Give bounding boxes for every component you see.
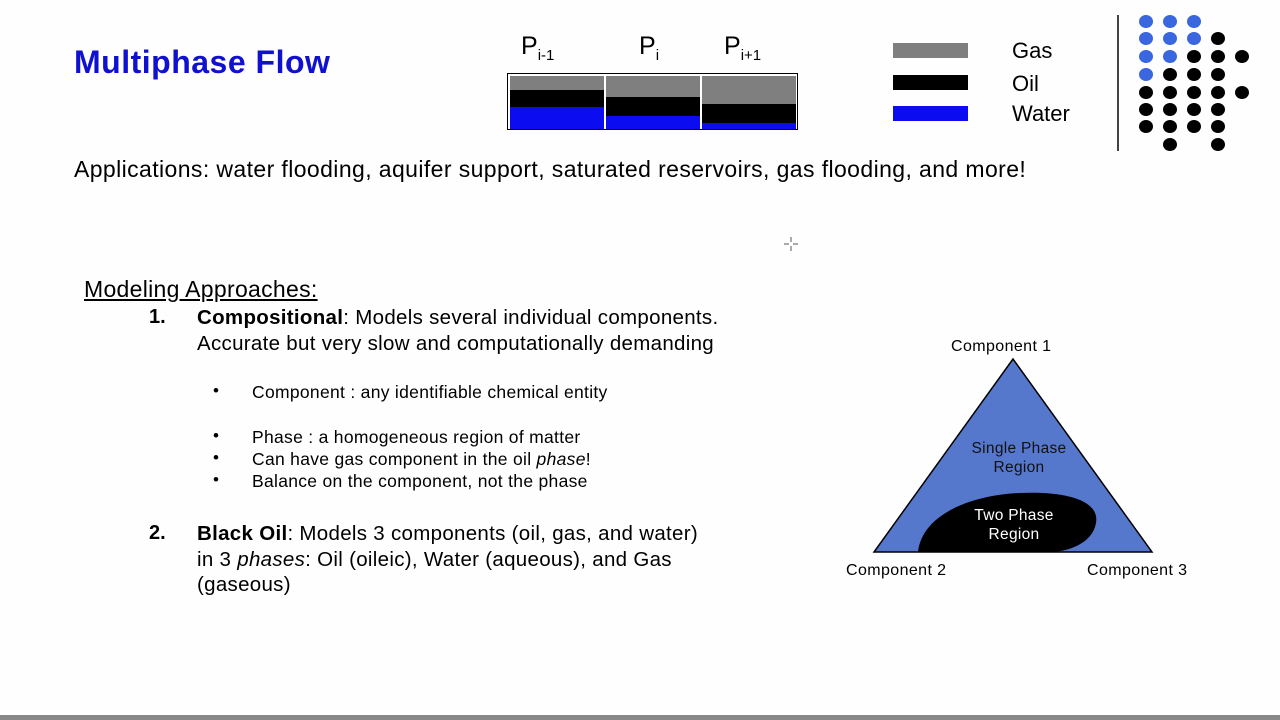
decorative-dot [1187,86,1201,99]
water-layer [606,116,700,129]
decorative-dot [1163,50,1177,63]
item1-number: 1. [149,306,166,328]
legend-oil-label: Oil [1012,71,1039,96]
component-2-label: Component 2 [846,562,947,579]
decorative-dot [1139,86,1153,99]
decorative-dot [1235,50,1249,63]
decorative-dot [1187,120,1201,133]
component-3-label: Component 3 [1087,562,1188,579]
slide-title: Multiphase Flow [74,44,331,80]
bottom-bar [0,715,1280,720]
decorative-dot [1187,68,1201,81]
oil-swatch [893,75,968,90]
bullet: • [213,426,219,445]
item2-bold: Black Oil [197,522,288,545]
bullet-component: Component : any identifiable chemical en… [252,382,608,402]
decorative-dot [1211,86,1225,99]
decorative-dot [1163,103,1177,116]
decorative-dot [1187,15,1201,28]
decorative-dot [1187,32,1201,45]
cell-label-prev: Pi-1 [521,32,555,64]
decorative-dot [1139,120,1153,133]
cell-divider [700,74,702,129]
cell-label-current: Pi [639,32,660,64]
decorative-dot [1139,50,1153,63]
decorative-dot [1163,32,1177,45]
decorative-dot [1187,50,1201,63]
oil-layer [510,90,604,107]
decorative-dot [1211,50,1225,63]
item2-number: 2. [149,522,166,544]
decorative-dot [1139,32,1153,45]
oil-layer [702,104,796,123]
decorative-dot [1211,120,1225,133]
ternary-phase-diagram: Single Phase Region Two Phase Region [872,357,1154,553]
grid-block-diagram [507,73,798,130]
decorative-dot [1211,103,1225,116]
two-phase-region [918,492,1097,552]
legend-gas-label: Gas [1012,38,1053,63]
oil-layer [606,97,700,116]
item1-bold: Compositional [197,306,344,329]
decorative-dot [1163,120,1177,133]
decorative-dot [1235,86,1249,99]
decorative-divider [1117,15,1119,151]
gas-layer [702,76,796,104]
water-layer [702,123,796,129]
water-layer [510,107,604,129]
bullet: • [213,470,219,489]
water-swatch [893,106,968,121]
single-phase-line2: Region [994,459,1045,476]
decorative-dot [1163,138,1177,151]
item1-rest: : Models several individual components. … [197,306,719,355]
decorative-dot [1139,68,1153,81]
component-1-label: Component 1 [951,338,1052,355]
gas-layer [606,76,700,97]
single-phase-line1: Single Phase [972,440,1067,457]
decorative-dot [1187,103,1201,116]
crosshair-cursor-icon [784,237,798,251]
bullet: • [213,381,219,400]
cell-label-next: Pi+1 [724,32,762,64]
modeling-approaches-heading: Modeling Approaches: [84,276,318,302]
applications-text: Applications: water flooding, aquifer su… [74,156,1027,182]
bullet: • [213,448,219,467]
decorative-dot [1139,15,1153,28]
decorative-dot [1211,138,1225,151]
gas-swatch [893,43,968,58]
two-phase-line2: Region [989,526,1040,543]
legend-water-label: Water [1012,101,1070,126]
bullet-balance: Balance on the component, not the phase [252,471,588,491]
decorative-dot [1163,68,1177,81]
decorative-dot [1139,103,1153,116]
cell-divider [604,74,606,129]
item1-text: Compositional: Models several individual… [197,305,737,356]
two-phase-line1: Two Phase [974,507,1053,524]
item2-text: Black Oil: Models 3 components (oil, gas… [197,522,699,596]
decorative-dot [1163,15,1177,28]
gas-layer [510,76,604,90]
bullet-gas-in-oil: Can have gas component in the oil phase! [252,449,591,469]
decorative-dot [1211,68,1225,81]
decorative-dot [1163,86,1177,99]
decorative-dot [1211,32,1225,45]
bullet-phase: Phase : a homogeneous region of matter [252,427,581,447]
